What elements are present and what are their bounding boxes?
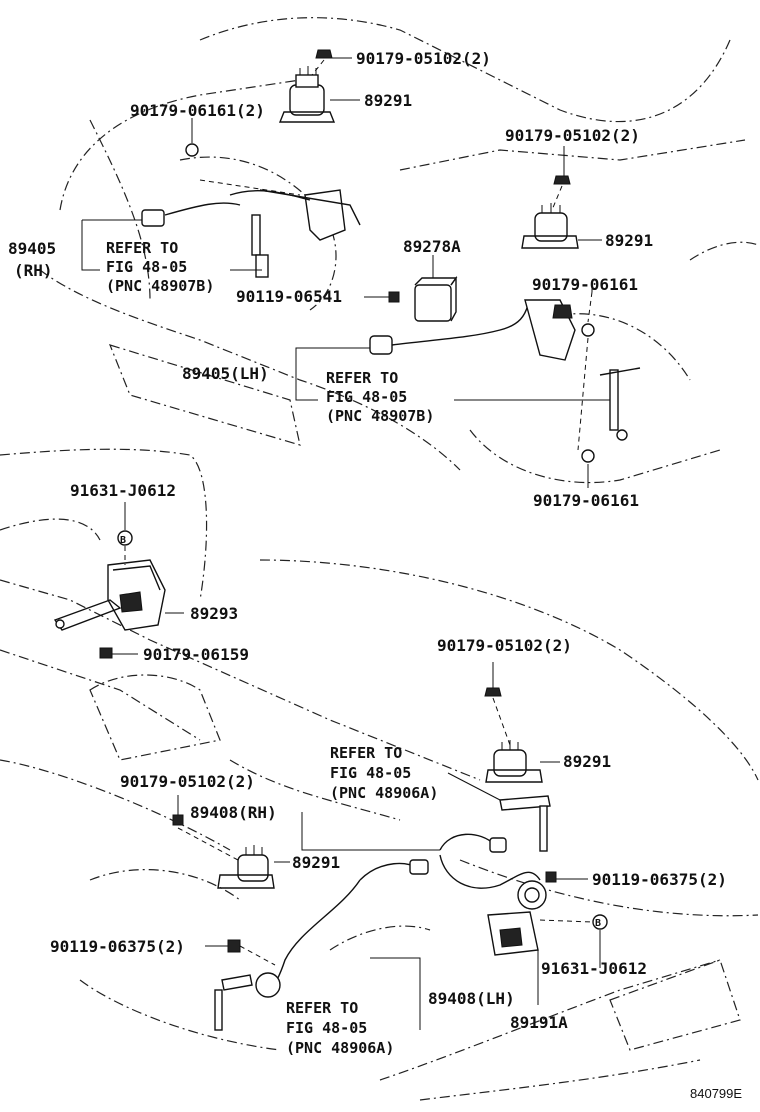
refer-note-3-line2: FIG 48-05 [330, 764, 411, 782]
marker-b-right: B [595, 918, 601, 929]
label-90179-05102-top: 90179-05102(2) [356, 49, 491, 68]
label-90179-06161-bottom: 90179-06161 [533, 491, 639, 510]
label-91631-j0612-right: 91631-J0612 [541, 959, 647, 978]
height-sensor-rh-assembly [141, 49, 361, 278]
label-89408-rh: 89408(RH) [190, 803, 277, 822]
label-89191a: 89191A [510, 1013, 568, 1032]
label-90179-06161-top-left: 90179-06161(2) [130, 101, 265, 120]
label-89291-right: 89291 [605, 231, 653, 250]
label-89291-mid: 89291 [563, 752, 611, 771]
label-90119-06541: 90119-06541 [236, 287, 342, 306]
label-90179-06159: 90179-06159 [143, 645, 249, 664]
figure-code: 840799E [690, 1086, 742, 1101]
label-90179-05102-mid: 90179-05102(2) [437, 636, 572, 655]
label-90179-05102-right: 90179-05102(2) [505, 126, 640, 145]
refer-note-2-line2: FIG 48-05 [326, 388, 407, 406]
height-sensor-lh-assembly [369, 291, 641, 463]
label-89408-lh: 89408(LH) [428, 989, 515, 1008]
label-90119-06375-right: 90119-06375(2) [592, 870, 727, 889]
module-89293 [53, 530, 166, 659]
module-89278a [380, 255, 458, 322]
label-90179-06161-right: 90179-06161 [532, 275, 638, 294]
label-89293: 89293 [190, 604, 238, 623]
refer-note-4-line1: REFER TO [286, 999, 358, 1017]
label-89291-top: 89291 [364, 91, 412, 110]
label-89405-lh: 89405(LH) [182, 364, 269, 383]
refer-note-1-line3: (PNC 48907B) [106, 277, 214, 295]
label-89291-low: 89291 [292, 853, 340, 872]
leader-lines [81, 57, 610, 1030]
height-sensor-rear-assembly [172, 687, 608, 1031]
refer-note-2-line3: (PNC 48907B) [326, 407, 434, 425]
vehicle-body-outline [0, 17, 759, 1101]
label-89405: 89405 [8, 239, 56, 258]
refer-note-4-line2: FIG 48-05 [286, 1019, 367, 1037]
refer-note-3-line1: REFER TO [330, 744, 402, 762]
part-labels: 90179-05102(2) 89291 90179-06161(2) 9017… [8, 49, 742, 1101]
refer-note-4-line3: (PNC 48906A) [286, 1039, 394, 1057]
marker-b-left: B [120, 535, 126, 546]
label-91631-j0612-left: 91631-J0612 [70, 481, 176, 500]
label-90119-06375-left: 90119-06375(2) [50, 937, 185, 956]
refer-note-2-line1: REFER TO [326, 369, 398, 387]
refer-note-1-line2: FIG 48-05 [106, 258, 187, 276]
label-89278a: 89278A [403, 237, 461, 256]
label-89405-rh: (RH) [14, 261, 53, 280]
label-90179-05102-left: 90179-05102(2) [120, 772, 255, 791]
refer-note-1-line1: REFER TO [106, 239, 178, 257]
refer-note-3-line3: (PNC 48906A) [330, 784, 438, 802]
actuator-89291-right [521, 175, 579, 249]
